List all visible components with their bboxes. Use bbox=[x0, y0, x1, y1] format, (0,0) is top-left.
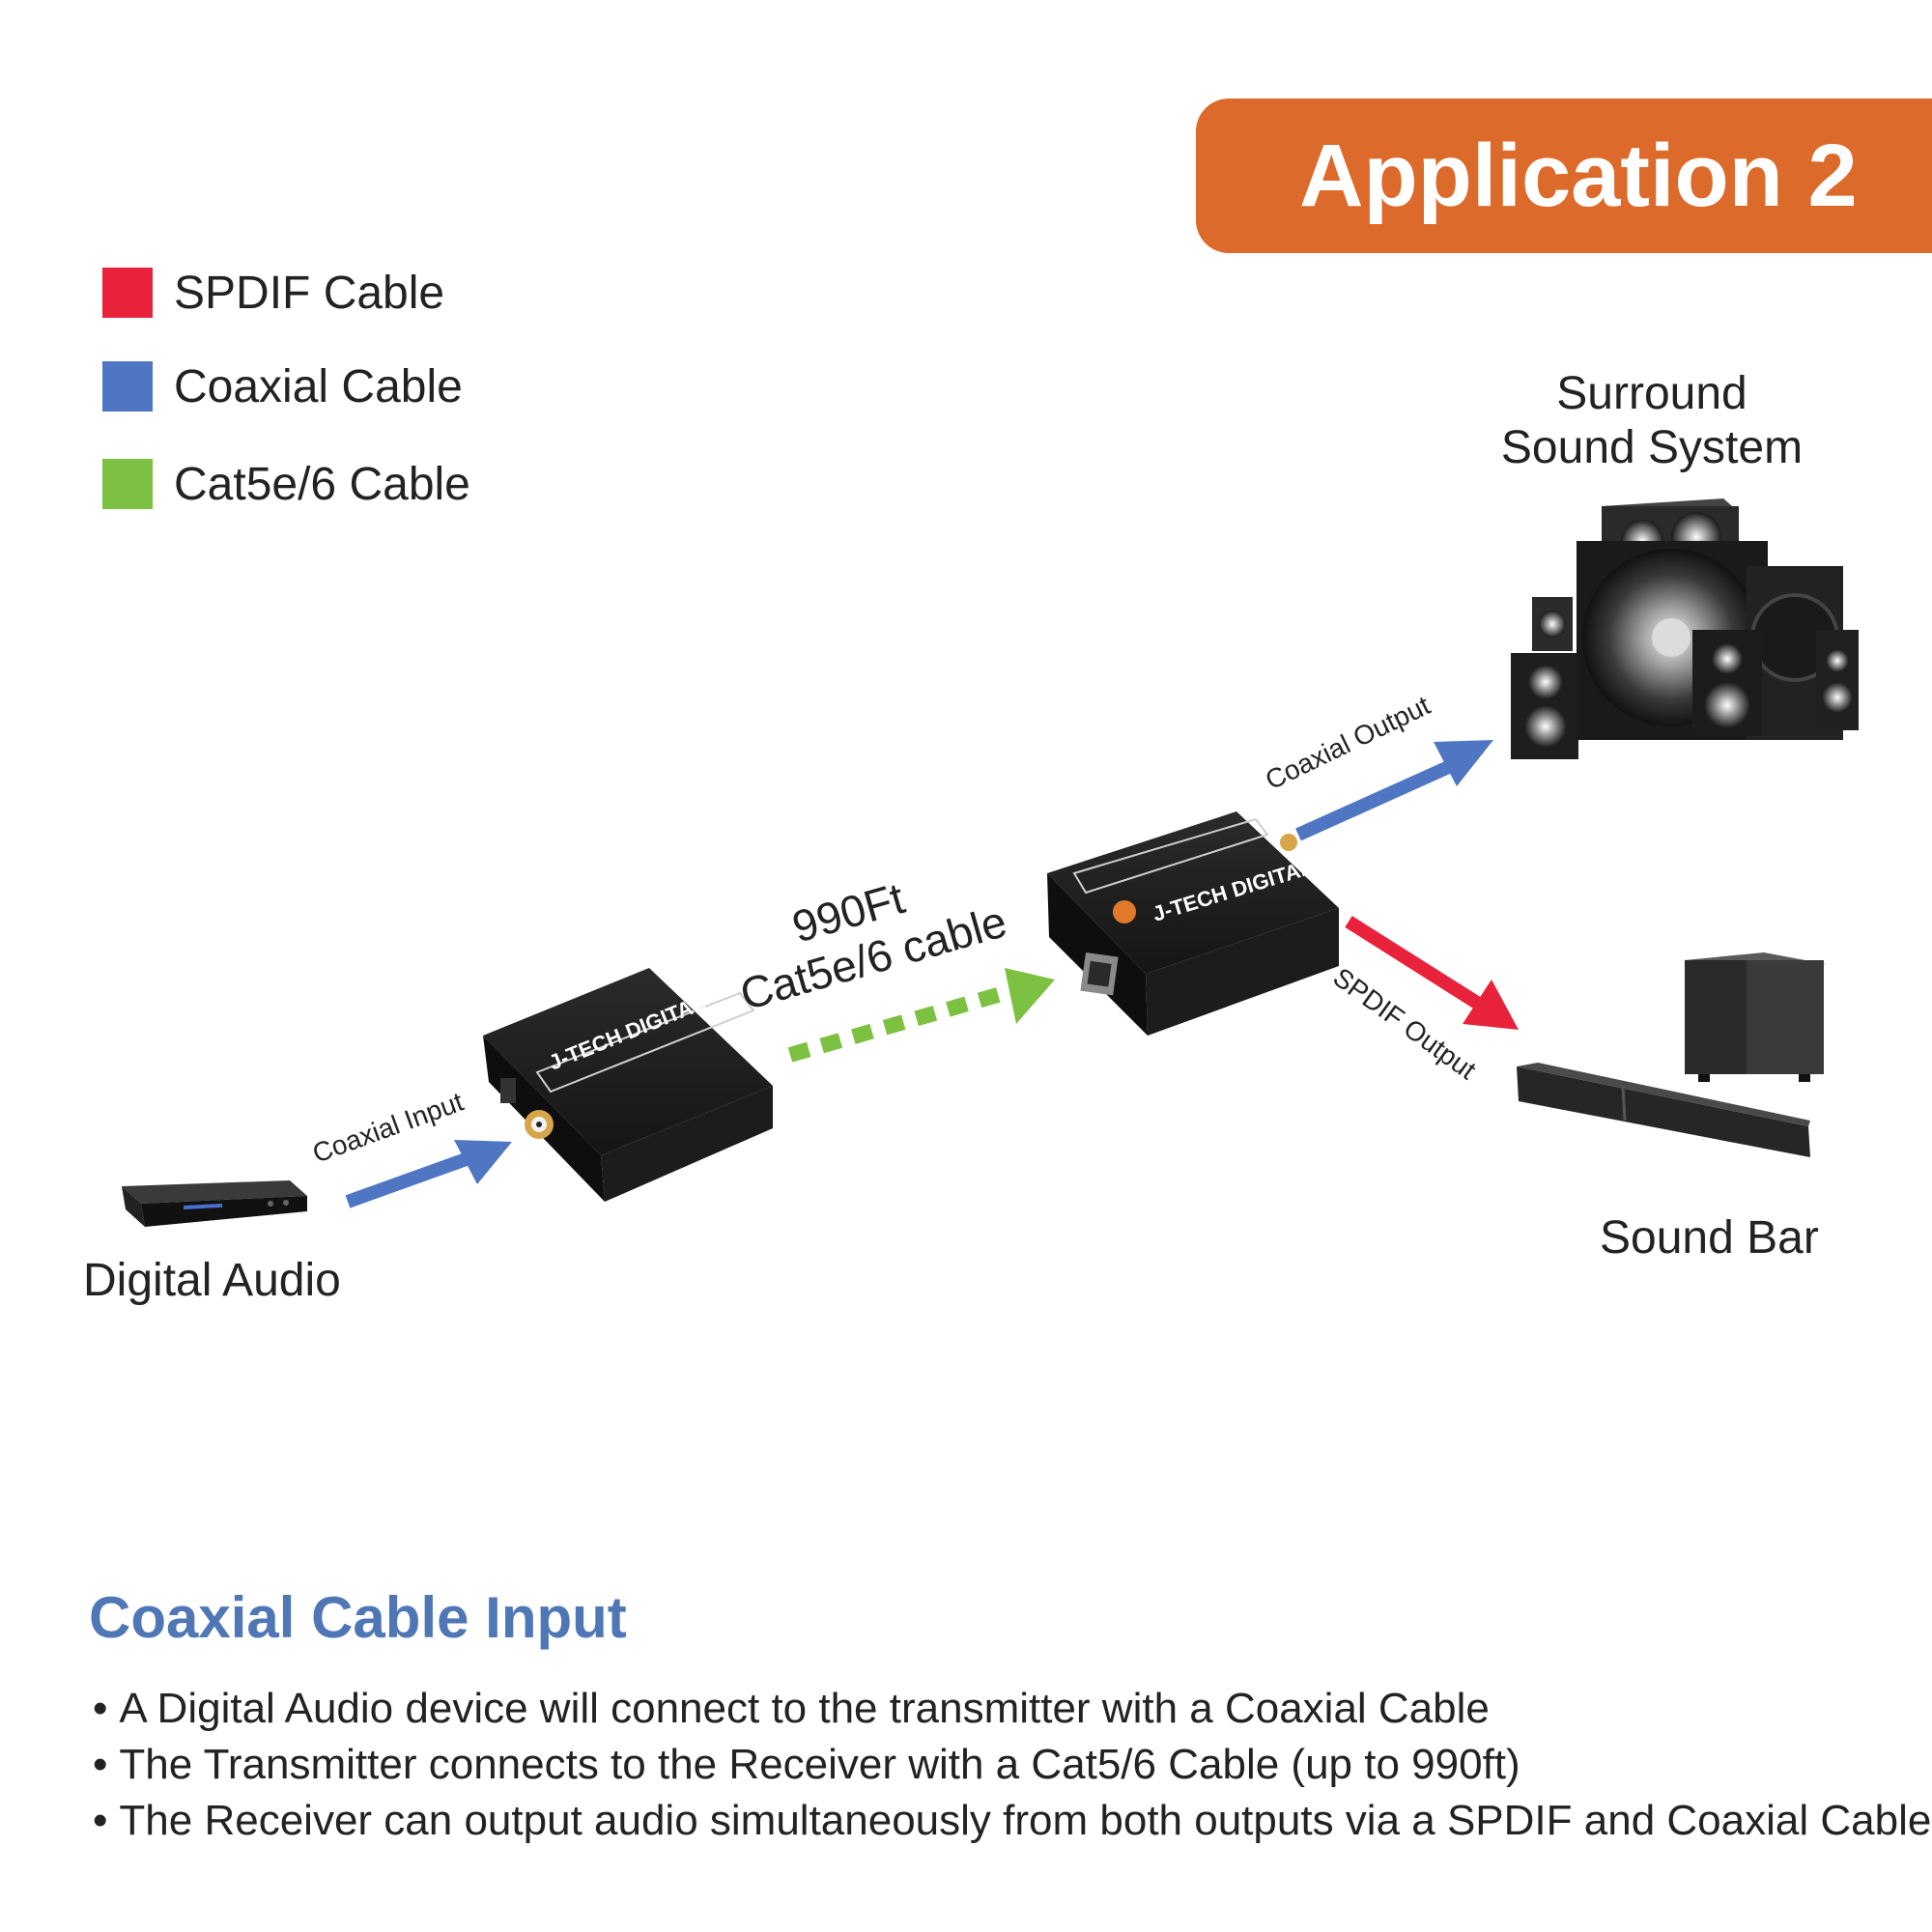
coaxial-input-label: Coaxial Input bbox=[308, 1087, 467, 1169]
legend-swatch-spdif bbox=[102, 268, 153, 318]
legend-label-coaxial: Coaxial Cable bbox=[174, 360, 463, 412]
surround-label-line1: Surround bbox=[1556, 368, 1747, 419]
description-bullet-1: A Digital Audio device will connect to t… bbox=[93, 1681, 1931, 1737]
digital-audio-label: Digital Audio bbox=[83, 1255, 341, 1306]
surround-label-line2: Sound System bbox=[1500, 422, 1804, 473]
banner-title: Application 2 bbox=[1299, 127, 1858, 225]
legend-swatch-cat bbox=[102, 459, 153, 509]
legend-item-cat: Cat5e/6 Cable bbox=[102, 458, 470, 510]
legend-label-cat: Cat5e/6 Cable bbox=[174, 458, 470, 510]
spdif-output-arrow bbox=[1345, 916, 1519, 1030]
legend-item-coaxial: Coaxial Cable bbox=[102, 360, 463, 412]
description-bullet-2: The Transmitter connects to the Receiver… bbox=[93, 1737, 1931, 1793]
title-banner bbox=[1196, 99, 1932, 253]
description-heading: Coaxial Cable Input bbox=[89, 1585, 627, 1650]
spdif-output-label: SPDIF Output bbox=[1327, 962, 1481, 1086]
description-bullet-3: The Receiver can output audio simultaneo… bbox=[93, 1793, 1931, 1849]
surround-sound-speakers bbox=[1511, 498, 1859, 759]
cat-cable-arrow bbox=[787, 968, 1055, 1063]
coaxial-input-arrow bbox=[345, 1140, 512, 1208]
legend-label-spdif: SPDIF Cable bbox=[174, 267, 445, 319]
transmitter-unit: J-TECH DIGITAL bbox=[483, 968, 773, 1202]
legend-item-spdif: SPDIF Cable bbox=[102, 267, 444, 319]
digital-audio-player bbox=[122, 1180, 307, 1227]
coaxial-output-arrow bbox=[1295, 740, 1493, 841]
sound-bar bbox=[1517, 1063, 1810, 1157]
receiver-unit: J-TECH DIGITAL bbox=[1047, 811, 1339, 1036]
legend-swatch-coaxial bbox=[102, 361, 153, 412]
description-bullets: A Digital Audio device will connect to t… bbox=[93, 1681, 1931, 1849]
sound-bar-label: Sound Bar bbox=[1600, 1212, 1819, 1264]
soundbar-subwoofer bbox=[1685, 952, 1826, 1082]
